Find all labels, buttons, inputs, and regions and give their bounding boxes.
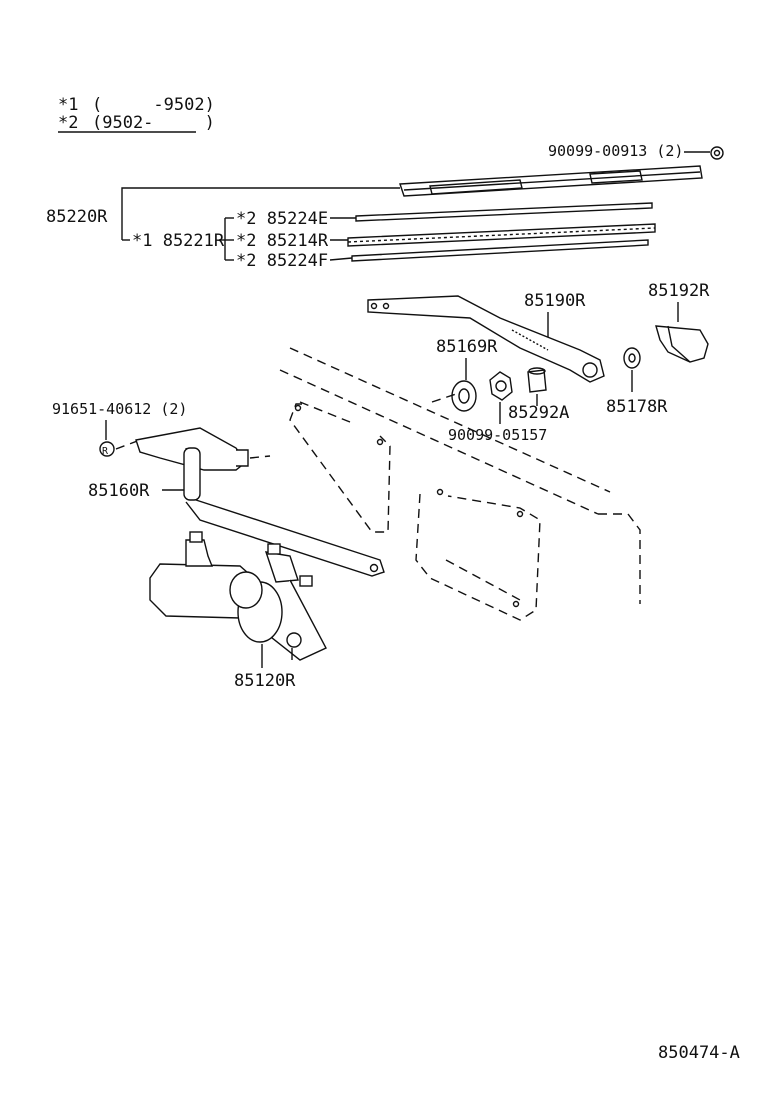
blade-bracket-lines <box>121 187 400 261</box>
bushing-icon <box>451 380 477 412</box>
wiper-link-icon <box>135 427 385 577</box>
svg-text:R: R <box>102 446 109 457</box>
label-bolt-top: 90099-00913 (2) <box>548 142 683 160</box>
legend-note1-text: ( -9502) <box>92 95 215 115</box>
label-arm: 85190R <box>524 291 586 311</box>
label-refill: *2 85214R <box>236 231 329 251</box>
diagram-code: 850474-A <box>658 1043 740 1063</box>
wiper-arm-icon <box>367 295 605 383</box>
label-grommet-bolt: 91651-40612 (2) <box>52 400 187 418</box>
legend-note2-marker: *2 <box>58 113 78 133</box>
label-cap: 85178R <box>606 397 668 417</box>
blade-rubber-f-icon <box>351 239 649 262</box>
label-cover: 85192R <box>648 281 710 301</box>
label-link-assy: 85160R <box>88 481 150 501</box>
grommet-bolt-icon: R <box>99 441 115 457</box>
wiper-blade-icon <box>399 165 703 197</box>
label-blade-sub: *1 85221R <box>132 231 225 251</box>
cap-icon <box>623 347 641 369</box>
legend-note1-marker: *1 <box>58 95 78 115</box>
label-motor: 85120R <box>234 671 296 691</box>
label-rubber-e: *2 85224E <box>236 209 328 229</box>
refill-icon <box>347 223 656 247</box>
legend-note2-text: (9502- ) <box>92 113 215 133</box>
washer-icon <box>527 367 547 393</box>
label-washer: 85292A <box>508 403 569 423</box>
nut-icon <box>489 371 513 401</box>
label-bushing: 85169R <box>436 337 498 357</box>
back-door-panel <box>279 347 641 621</box>
arm-cover-icon <box>655 325 709 363</box>
wiper-motor-icon <box>149 531 327 661</box>
label-rubber-f: *2 85224F <box>236 251 328 271</box>
bolt-top-icon <box>710 146 724 160</box>
blade-rubber-e-icon <box>355 202 653 222</box>
label-blade-assy: 85220R <box>46 207 108 227</box>
